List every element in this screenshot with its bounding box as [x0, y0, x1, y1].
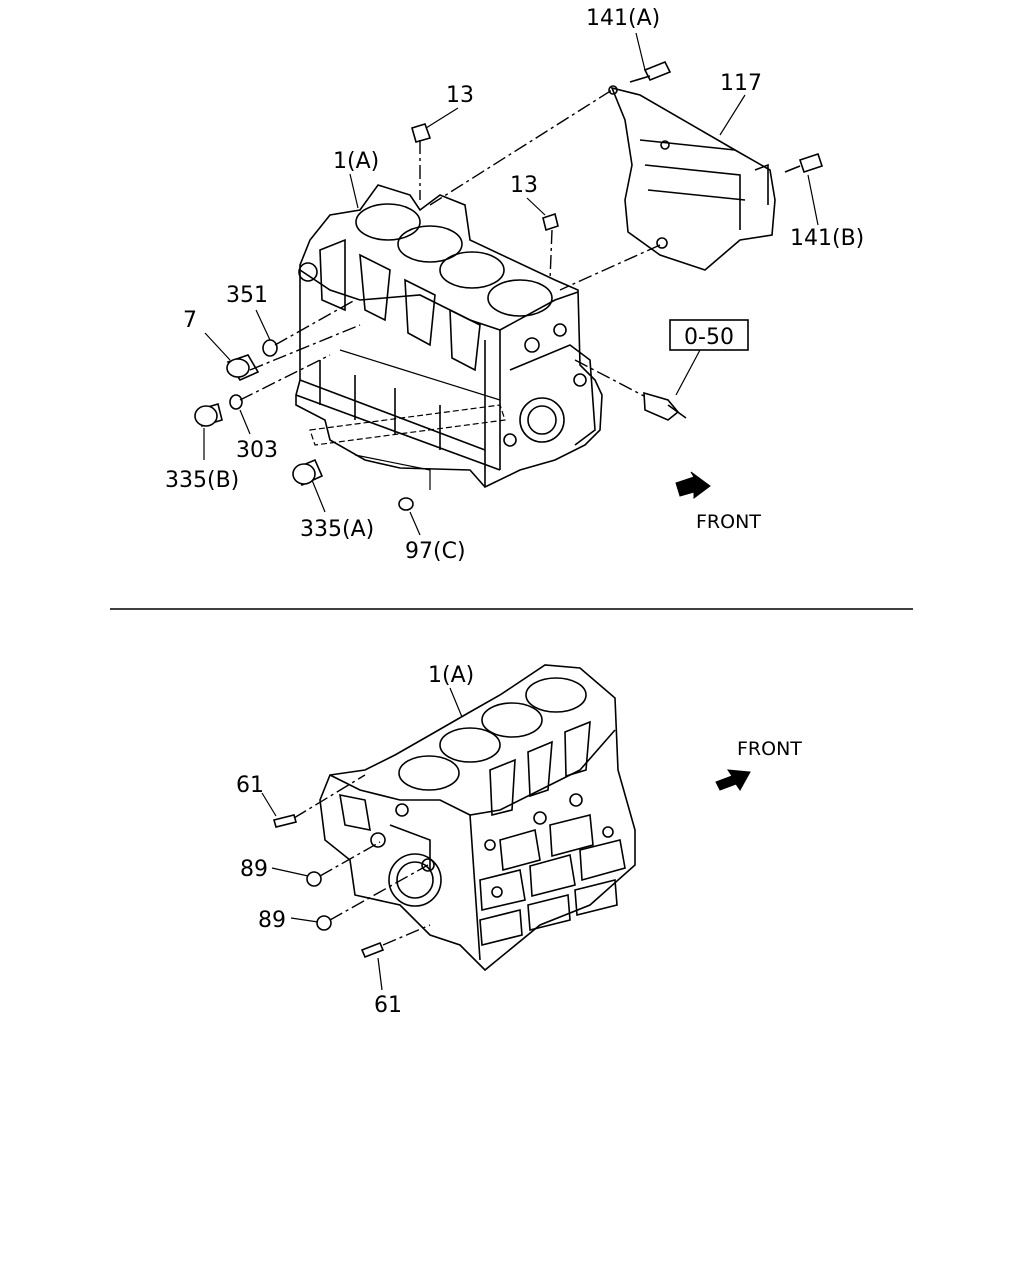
- callout-13-right: 13: [510, 173, 538, 198]
- washer-303: [229, 394, 243, 410]
- upper-view: 0-50 FRONT 141(A) 117 13 13 1(A) 141(B) …: [165, 6, 864, 564]
- callout-141a: 141(A): [586, 6, 660, 31]
- cover-plate-117: [608, 85, 776, 271]
- front-arrow-icon: [715, 769, 751, 791]
- plug-7: [226, 354, 260, 382]
- front-arrow-icon: [675, 471, 711, 499]
- plug-335a: [292, 458, 324, 487]
- callout-1a-upper: 1(A): [333, 149, 379, 174]
- cylinder-block-upper: [295, 184, 603, 490]
- washer-97c: [398, 497, 414, 511]
- callout-141b: 141(B): [790, 226, 864, 251]
- plug-89-top: [306, 871, 322, 887]
- callout-7: 7: [183, 308, 197, 333]
- stud-61-bottom: [360, 941, 385, 959]
- callout-303: 303: [236, 438, 278, 463]
- callout-61-bottom: 61: [374, 993, 402, 1018]
- bolt-141a: [629, 60, 672, 83]
- cylinder-block-lower: [319, 664, 636, 972]
- callout-1a-lower: 1(A): [428, 663, 474, 688]
- front-label-upper: FRONT: [696, 511, 761, 533]
- callout-97c: 97(C): [405, 539, 466, 564]
- callout-13-left: 13: [446, 83, 474, 108]
- front-label-lower: FRONT: [737, 738, 802, 760]
- lower-view: FRONT 1(A) 61 89 89 61: [236, 663, 802, 1018]
- plug-335b: [194, 402, 223, 428]
- bolt-141b: [784, 152, 824, 174]
- callout-89-bottom: 89: [258, 908, 286, 933]
- callout-335b: 335(B): [165, 468, 239, 493]
- reference-box-label: 0-50: [684, 325, 734, 350]
- callout-61-top: 61: [236, 773, 264, 798]
- lower-leader-lines: [261, 687, 463, 991]
- upper-leader-lines: [203, 32, 819, 536]
- callout-351: 351: [226, 283, 268, 308]
- callout-117: 117: [720, 71, 762, 96]
- washer-351: [262, 339, 278, 357]
- sensor-0-50: [643, 391, 687, 421]
- plug-89-bottom: [316, 915, 332, 931]
- plug-13-left: [411, 123, 432, 143]
- callout-335a: 335(A): [300, 517, 374, 542]
- callout-89-top: 89: [240, 857, 268, 882]
- plug-13-right: [542, 212, 559, 232]
- reference-box-0-50: 0-50: [669, 319, 749, 351]
- stud-61-top: [273, 814, 297, 828]
